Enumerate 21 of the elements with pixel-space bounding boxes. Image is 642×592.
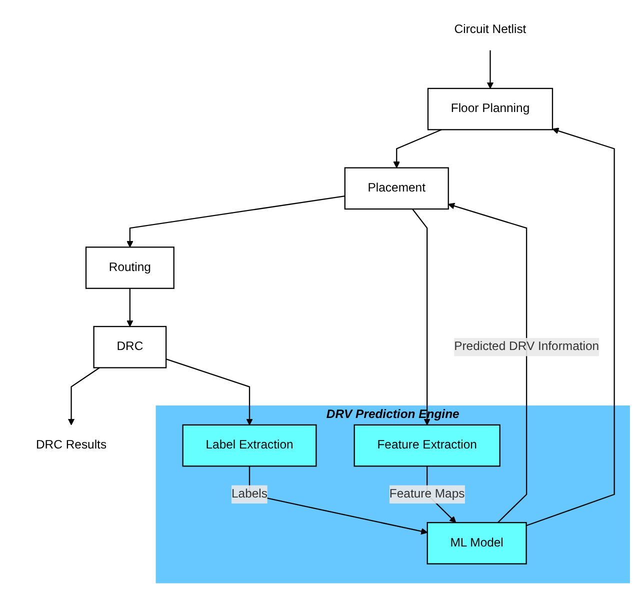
arrow bbox=[448, 202, 527, 524]
arrow bbox=[412, 208, 430, 426]
node-box: DRC bbox=[92, 326, 166, 368]
arrow bbox=[166, 358, 253, 426]
arrow bbox=[486, 50, 494, 89]
arrow bbox=[68, 367, 100, 426]
node-box: Placement bbox=[344, 167, 449, 210]
node-box: ML Model bbox=[426, 522, 527, 564]
arrow bbox=[126, 196, 345, 248]
node-box: Routing bbox=[85, 246, 174, 289]
node-text: DRC Results bbox=[36, 438, 106, 452]
arrow bbox=[526, 128, 615, 526]
node-box: Feature Extraction bbox=[353, 424, 500, 467]
node-box: Floor Planning bbox=[427, 88, 553, 130]
node-text: Circuit Netlist bbox=[454, 22, 526, 36]
node-box: Label Extraction bbox=[182, 424, 316, 467]
edge-label: Feature Maps bbox=[389, 488, 464, 500]
arrow bbox=[392, 129, 442, 168]
arrow bbox=[126, 288, 133, 327]
edge-label: Predicted DRV Information bbox=[454, 340, 599, 354]
edge-label: Labels bbox=[231, 488, 268, 500]
